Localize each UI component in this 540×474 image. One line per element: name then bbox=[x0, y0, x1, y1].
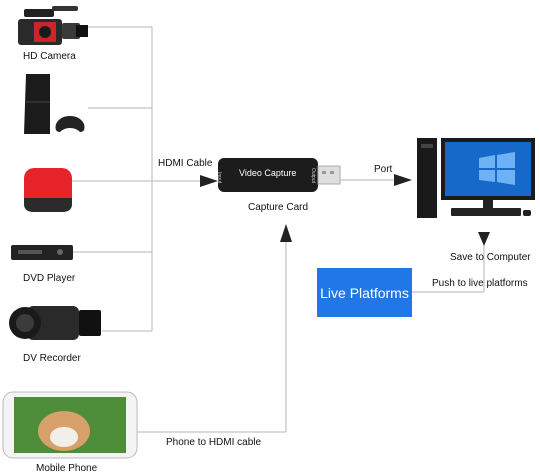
phone-arrow-head bbox=[280, 224, 292, 242]
capture-card-face-text: Video Capture bbox=[239, 168, 296, 178]
mobile-phone-icon bbox=[2, 391, 138, 459]
hdmi-cable-label: HDMI Cable bbox=[158, 158, 212, 169]
mobile-phone-label: Mobile Phone bbox=[36, 463, 97, 474]
hd-camera-label: HD Camera bbox=[23, 51, 76, 62]
phone-to-hdmi-label: Phone to HDMI cable bbox=[166, 437, 261, 448]
hd-camera-icon bbox=[14, 3, 90, 51]
save-to-computer-label: Save to Computer bbox=[450, 252, 531, 263]
dvd-player-icon bbox=[10, 242, 74, 264]
game-console-icon bbox=[20, 72, 90, 138]
port-label: Port bbox=[374, 164, 392, 175]
dvd-player-label: DVD Player bbox=[23, 273, 75, 284]
red-device-icon bbox=[22, 164, 74, 216]
push-to-live-label: Push to live platforms bbox=[432, 278, 528, 289]
capture-card-output-port: Output bbox=[310, 168, 316, 183]
save-arrow-head bbox=[478, 232, 490, 246]
capture-card-input-port: Input bbox=[216, 172, 222, 183]
live-platforms-label: Live Platforms bbox=[320, 285, 409, 301]
live-platforms-box: Live Platforms bbox=[317, 268, 412, 317]
dv-recorder-icon bbox=[5, 296, 105, 348]
dv-recorder-label: DV Recorder bbox=[23, 353, 81, 364]
port-arrow-head bbox=[394, 174, 412, 186]
desktop-computer-icon bbox=[415, 136, 537, 222]
device-bus-lines bbox=[72, 27, 484, 432]
capture-card-label: Capture Card bbox=[248, 202, 308, 213]
